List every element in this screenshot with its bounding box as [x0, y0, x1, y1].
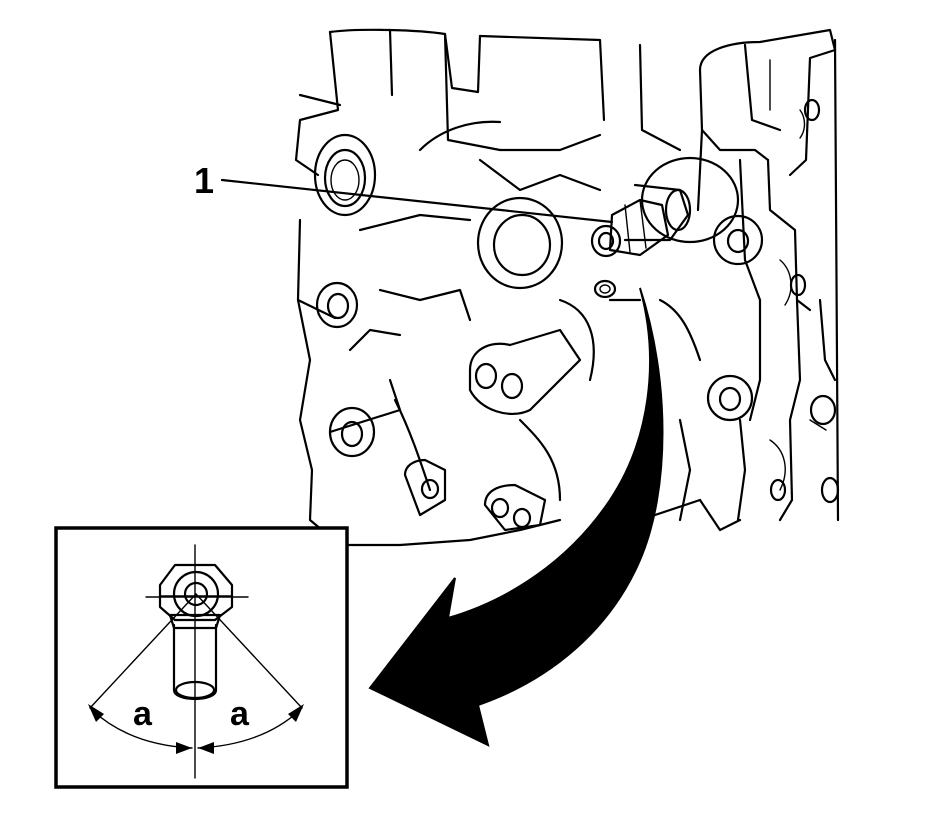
angle-line-right [195, 593, 303, 709]
callout-1: 1 [194, 160, 614, 224]
detail-view: a a [54, 526, 349, 789]
arrowhead [198, 742, 214, 754]
transmission-housing [294, 28, 840, 547]
nut-washer [172, 570, 220, 618]
angle-line-left [89, 593, 197, 709]
detail-view-frame [54, 526, 349, 789]
arrowhead [288, 704, 304, 722]
angle-label-left: a [133, 695, 153, 733]
view-arrow [368, 287, 664, 747]
callout-1-label: 1 [194, 160, 214, 201]
hex-nut [158, 563, 234, 622]
callout-1-leader [220, 178, 614, 224]
arrowhead [88, 704, 104, 722]
angle-label-right: a [230, 695, 250, 733]
nut-bore [183, 581, 209, 607]
sensor-fitting [590, 156, 740, 258]
arrowhead [176, 742, 192, 754]
